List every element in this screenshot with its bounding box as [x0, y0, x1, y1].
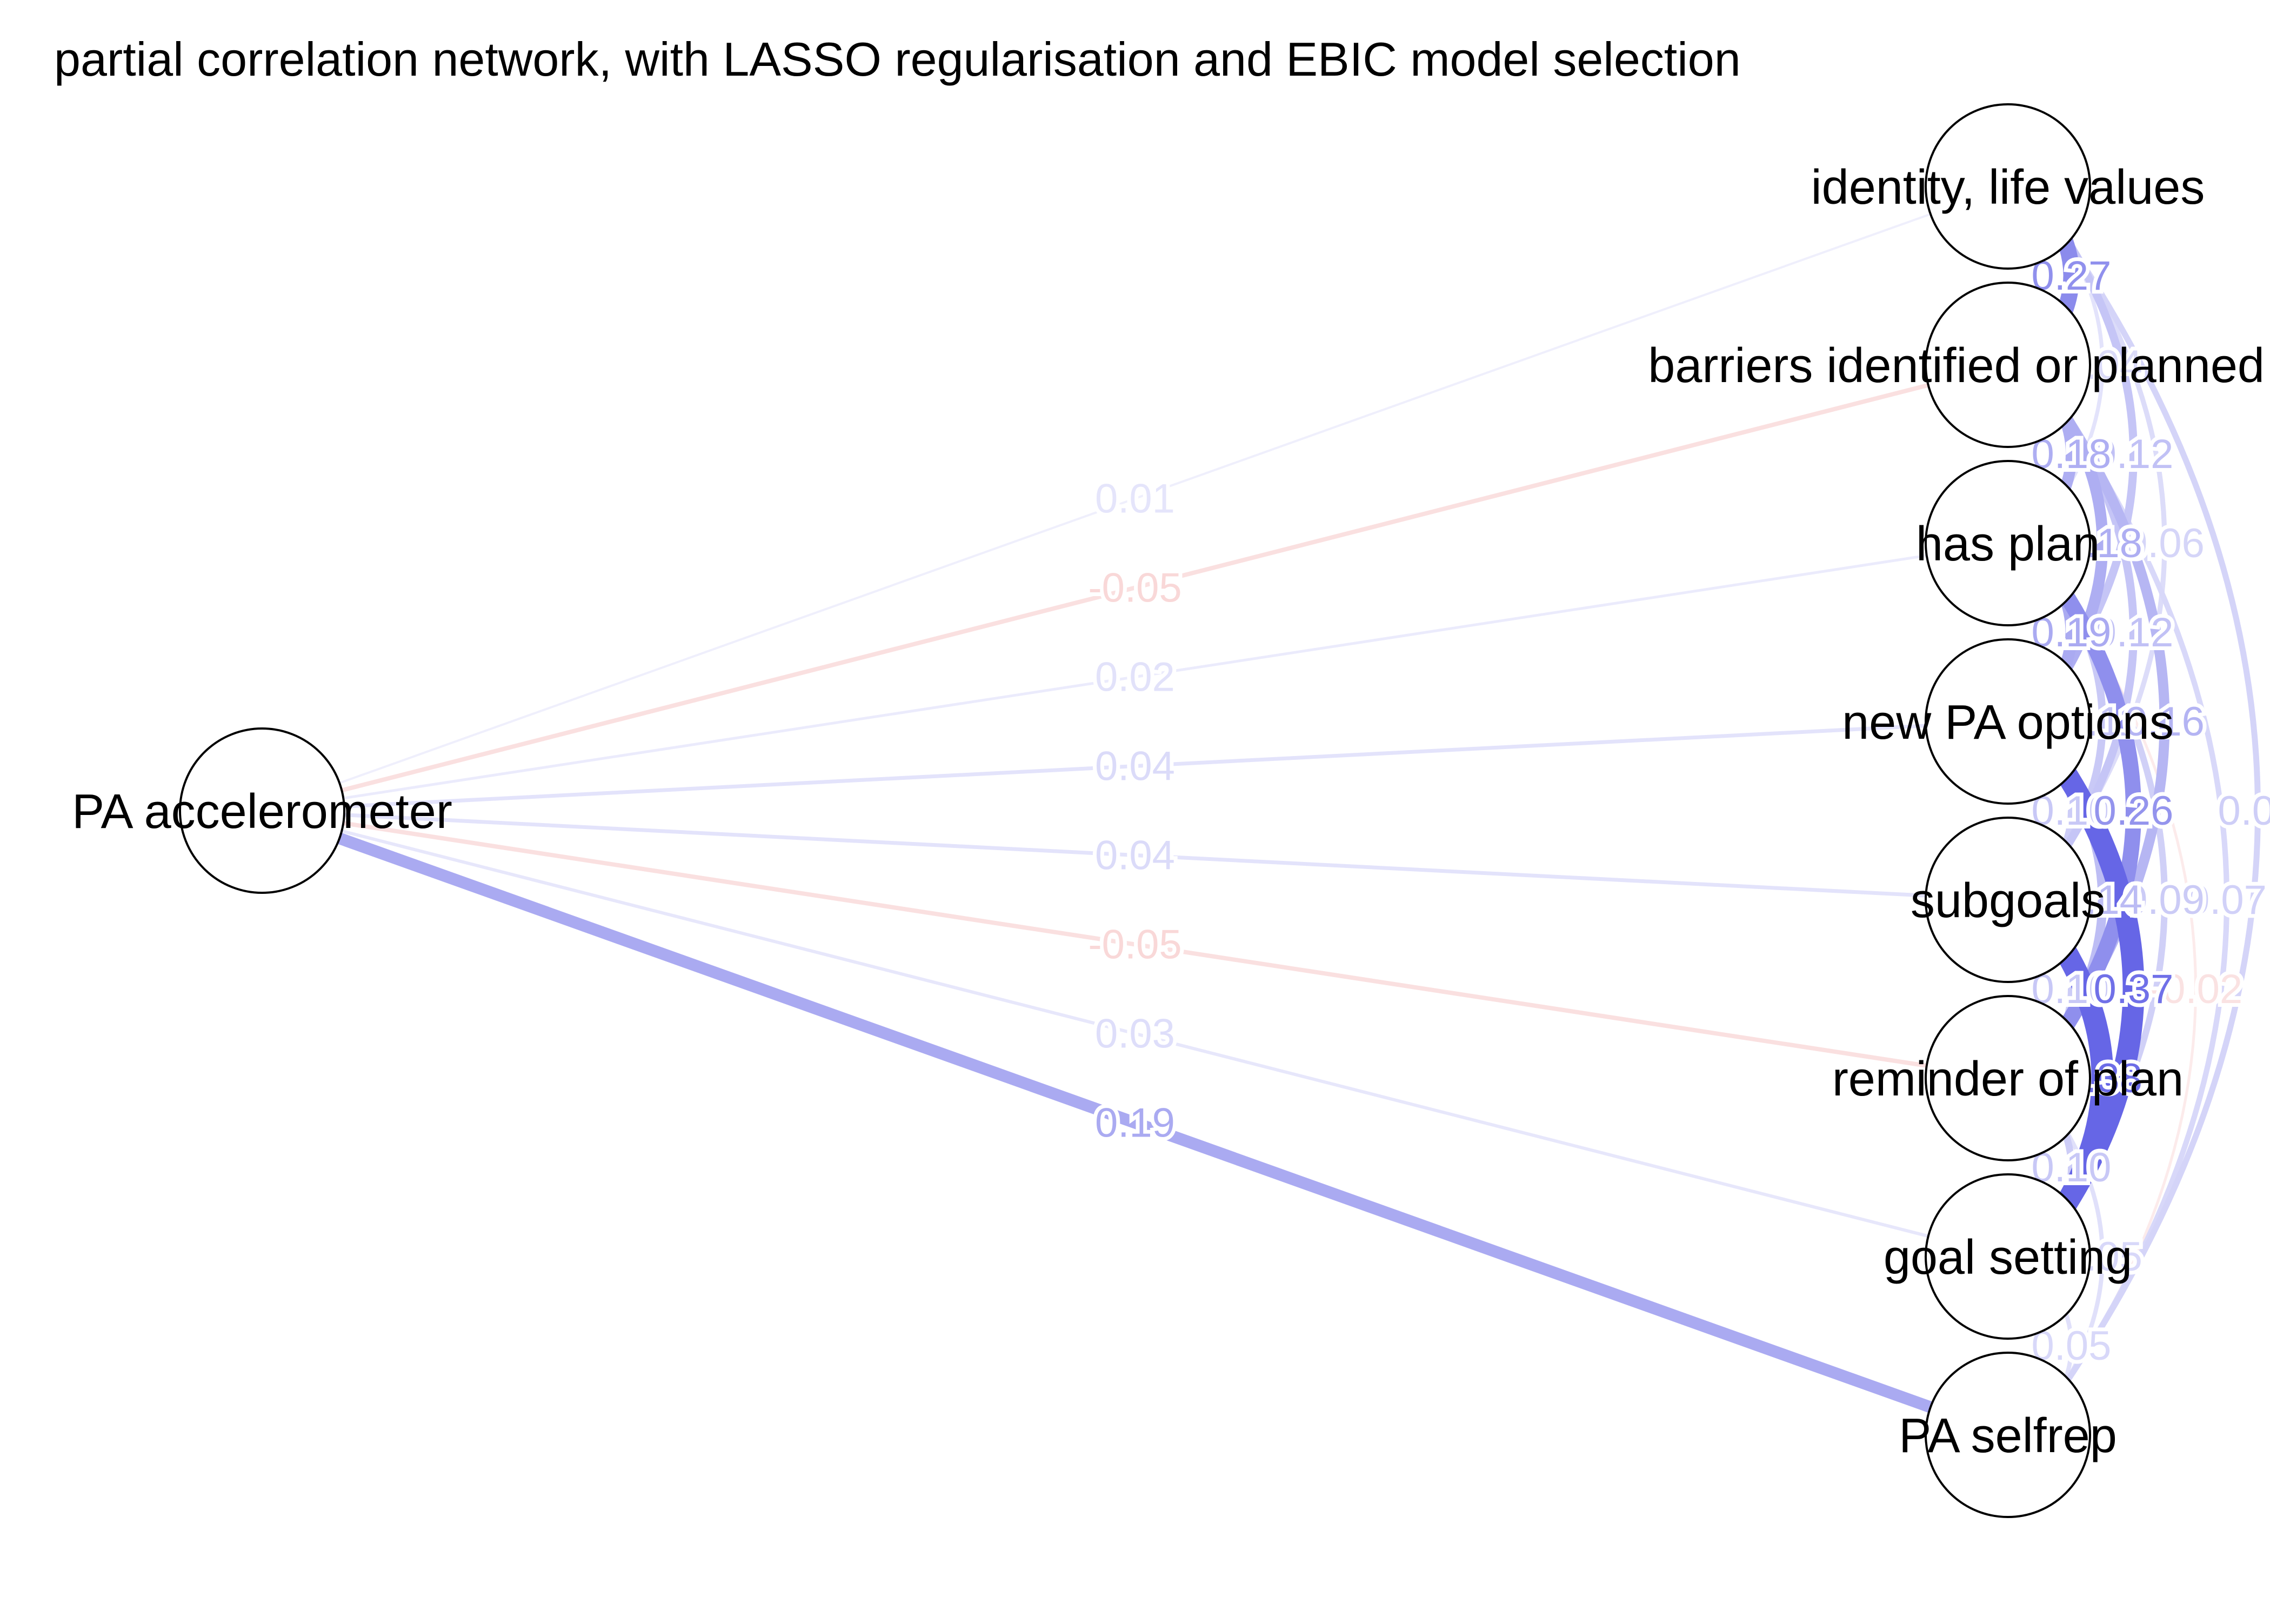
node-identity	[1925, 103, 2091, 270]
edge-pa_acc-identity	[261, 185, 2009, 812]
figure-title: partial correlation network, with LASSO …	[54, 32, 1741, 86]
node-pa_acc	[179, 727, 345, 894]
node-label-subgoals: subgoals	[1911, 874, 2105, 928]
edge-weight-label: 0.16	[2125, 699, 2205, 745]
edge-pa_acc-hasplan	[261, 542, 2009, 812]
edge-weight-label: -0.05	[1088, 565, 1181, 611]
edge-weight-label: 0.37	[2094, 966, 2174, 1012]
node-label-selfrep: PA selfrep	[1899, 1409, 2117, 1463]
edge-weight-label: -0.02	[2149, 966, 2242, 1012]
node-layer	[179, 103, 2091, 1518]
node-label-identity: identity, life values	[1811, 161, 2205, 215]
edge-identity-selfrep	[2026, 183, 2261, 1438]
node-label-goal: goal setting	[1884, 1231, 2132, 1285]
node-barriers	[1925, 282, 2091, 448]
edge-pa_acc-subgoals	[260, 808, 2010, 902]
edge-pa_acc-reminder	[260, 808, 2010, 1080]
node-label-hasplan: has plan	[1916, 517, 2100, 571]
edge-weight-label: 0.19	[1095, 1100, 1175, 1146]
edge-weight-label: 0.12	[2094, 610, 2174, 656]
edge-weight-label: 0.03	[1095, 1011, 1175, 1057]
node-goal	[1925, 1173, 2091, 1340]
node-label-barriers: barriers identified or planned	[1648, 339, 2265, 393]
node-newpa	[1925, 638, 2091, 805]
node-subgoals	[1925, 817, 2091, 983]
node-reminder	[1925, 995, 2091, 1161]
edge-pa_acc-newpa	[260, 719, 2010, 813]
edge-weight-label: 0.06	[2125, 520, 2205, 566]
node-label-layer: PA accelerometer identity, life values bar…	[72, 161, 2265, 1463]
edge-pa_acc-selfrep	[256, 805, 2014, 1441]
edge-weight-label: -0.05	[1088, 922, 1181, 968]
edge-pa_acc-goal	[261, 809, 2009, 1258]
edge-weight-label: 0.07	[2187, 877, 2267, 923]
node-label-newpa: new PA options	[1842, 696, 2174, 750]
node-label-pa_acc: PA accelerometer	[72, 785, 452, 839]
edge-weight-label: 0.04	[1095, 833, 1175, 879]
edge-weight-label: 0.02	[1095, 654, 1175, 700]
node-label-reminder: reminder of plan	[1832, 1052, 2184, 1106]
edge-weight-label: 0.26	[2094, 788, 2174, 834]
edge-weight-label: 0.04	[1095, 744, 1175, 790]
edge-weight-label: 0.09	[2125, 877, 2205, 923]
edge-pa_acc-barriers	[260, 363, 2010, 813]
node-hasplan	[1925, 460, 2091, 626]
node-selfrep	[1925, 1352, 2091, 1518]
edge-label-layer: 0.010.02-0.020.030.040.040.04-0.05-0.050…	[1084, 249, 2270, 1373]
edge-weight-label: 0.08	[2218, 788, 2270, 834]
edge-weight-label: 0.12	[2094, 431, 2174, 477]
edge-weight-label: 0.01	[1095, 476, 1175, 522]
